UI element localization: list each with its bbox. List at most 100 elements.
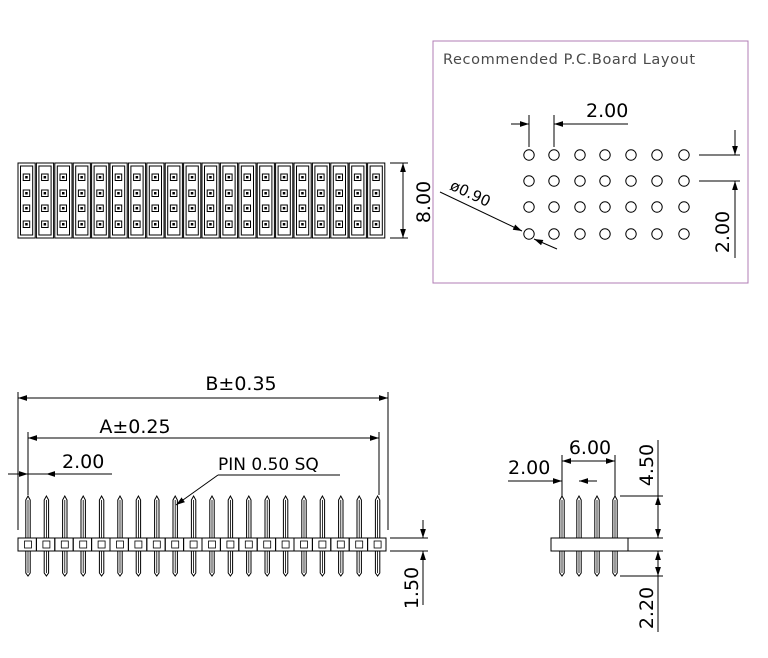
pin-center: [356, 223, 359, 226]
pin-square: [41, 189, 49, 197]
front-pin: [17, 494, 37, 577]
front-pin: [54, 494, 74, 577]
pin-center: [319, 176, 323, 179]
housing-cell-outer: [127, 162, 147, 239]
front-pin: [330, 494, 350, 577]
pin-center: [135, 176, 139, 179]
pin-center: [43, 207, 47, 210]
front-view-tail-dimension: 1.50: [390, 520, 428, 609]
pin-square: [22, 189, 31, 197]
pin-square: [317, 220, 325, 228]
pin-center: [374, 192, 378, 195]
pin-square: [41, 204, 49, 212]
housing-cell: [219, 162, 239, 239]
front-view-a-dimension: A±0.25: [27, 416, 380, 495]
housing-block: [293, 537, 313, 552]
pin-square: [225, 173, 233, 181]
housing-cell-outer: [275, 162, 294, 239]
pcb-hole: [625, 228, 637, 240]
pin-center: [246, 223, 249, 226]
pcb-hole: [523, 201, 535, 213]
pcb-hole: [678, 149, 690, 161]
pin-center: [25, 192, 28, 195]
side-pin: [612, 494, 618, 577]
pin-center: [356, 192, 359, 195]
housing-cell-outer: [311, 162, 331, 239]
pin-upper: [227, 494, 234, 538]
housing-cell-inner: [259, 165, 273, 236]
housing-notch: [152, 540, 161, 549]
pin-center: [154, 223, 157, 226]
front-view-pitch-dimension: 2.00: [8, 451, 112, 477]
housing-cell: [146, 162, 165, 239]
pin-square: [96, 173, 104, 181]
housing-notch: [263, 540, 272, 549]
pcb-hole: [651, 201, 663, 213]
pin-tail: [62, 551, 68, 577]
pin-square: [41, 173, 49, 181]
pin-center: [209, 223, 212, 226]
pin-center: [246, 176, 249, 179]
housing-notch: [171, 540, 180, 549]
housing-notch: [189, 540, 198, 549]
housing-notch: [79, 540, 88, 549]
front-view-b-dimension: B±0.35: [17, 373, 389, 530]
pin-square: [298, 173, 307, 181]
housing-notch: [244, 540, 253, 549]
pcb-hole: [651, 149, 663, 161]
pin-center: [209, 176, 212, 179]
housing-block: [54, 537, 74, 552]
housing-cell-outer: [348, 162, 367, 239]
pin-square: [298, 189, 307, 197]
pin-square: [151, 189, 159, 197]
pcb-hole: [548, 228, 560, 240]
pin-square: [335, 173, 343, 181]
pin-square: [151, 220, 159, 228]
pin-square: [114, 173, 123, 181]
pin-square: [206, 220, 215, 228]
pin-center: [80, 223, 83, 226]
housing-block: [311, 537, 332, 552]
pin-tail: [209, 551, 215, 577]
pin-upper: [209, 494, 215, 538]
pin-upper: [356, 494, 362, 538]
pin-square: [225, 189, 233, 197]
front-pin: [35, 494, 56, 577]
pcb-pitch-y-dimension: 2.00: [699, 130, 740, 258]
front-view-a-label: A±0.25: [99, 416, 170, 438]
housing-cell-inner: [222, 165, 236, 236]
pin-square: [261, 220, 270, 228]
side-view-height-dimensions: 4.50 2.20: [620, 440, 663, 632]
pin-square: [169, 189, 178, 197]
pin-center: [172, 207, 175, 210]
front-view-tail-label: 1.50: [401, 567, 423, 609]
housing-cell-inner: [75, 165, 89, 236]
pin-center: [209, 192, 212, 195]
pin-upper: [43, 494, 50, 538]
pin-square: [298, 204, 307, 212]
housing-block: [219, 537, 240, 552]
pin-upper: [301, 494, 307, 538]
pin-square: [243, 204, 251, 212]
front-view-b-label: B±0.35: [205, 373, 276, 395]
housing-cell-inner: [369, 165, 383, 236]
front-view-pins: [17, 494, 387, 577]
housing-cell-outer: [256, 162, 275, 239]
pin-square: [225, 220, 233, 228]
pin-square: [133, 189, 141, 197]
pin-center: [117, 176, 120, 179]
front-pin: [72, 494, 93, 577]
side-view: 6.00 2.00 4.50 2.20: [508, 437, 663, 632]
pcb-hole: [625, 149, 637, 161]
pin-square: [77, 173, 86, 181]
side-pin: [594, 494, 600, 577]
pin-square: [133, 173, 141, 181]
pcb-hole: [574, 149, 586, 161]
housing-cell: [72, 162, 91, 239]
housing-cell-outer: [330, 162, 349, 239]
pin-square: [151, 173, 159, 181]
pin-center: [25, 223, 28, 226]
pin-center: [117, 207, 120, 210]
pin-center: [135, 207, 139, 210]
